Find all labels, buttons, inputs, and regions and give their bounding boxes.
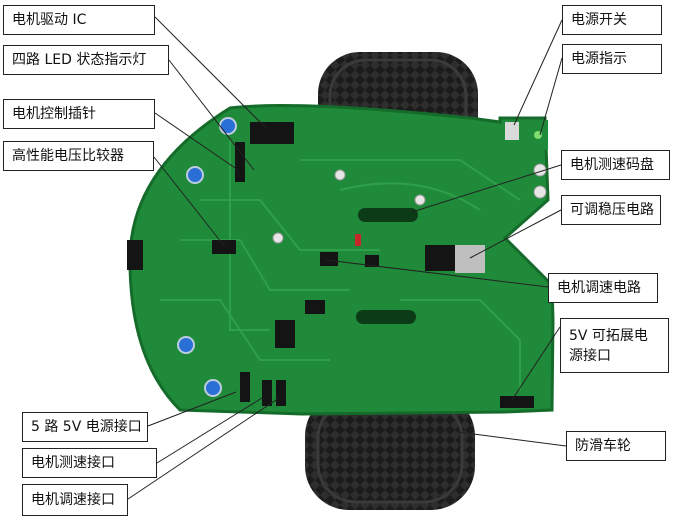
transistor <box>275 320 295 348</box>
label-speed-encoder-disk: 电机测速码盘 <box>561 150 670 180</box>
leader-lines <box>127 16 567 500</box>
power-header-1 <box>240 372 250 402</box>
motor-control-pin-header <box>235 142 245 182</box>
label-adjustable-regulator: 可调稳压电路 <box>561 195 661 225</box>
potentiometer-1 <box>219 117 237 135</box>
power-led <box>534 131 542 139</box>
encoder-slot-bottom <box>356 310 416 324</box>
label-anti-skid-wheel: 防滑车轮 <box>566 431 666 461</box>
pcb-board <box>128 104 555 416</box>
label-motor-control-pins: 电机控制插针 <box>3 99 155 129</box>
power-header-3 <box>276 380 286 406</box>
regulator-chip <box>425 245 455 271</box>
speed-control-chip <box>320 252 338 266</box>
label-led-indicators: 四路 LED 状态指示灯 <box>3 45 169 75</box>
small-ic <box>305 300 325 314</box>
label-power-indicator: 电源指示 <box>562 44 662 74</box>
potentiometer-3 <box>177 336 195 354</box>
potentiometer-4 <box>204 379 222 397</box>
left-header <box>127 240 143 270</box>
pcb-traces <box>160 140 521 390</box>
speed-control-chip-2 <box>365 255 379 267</box>
label-motor-driver-ic: 电机驱动 IC <box>3 5 155 35</box>
label-five-way-5v-power: 5 路 5V 电源接口 <box>22 412 148 442</box>
resistor-red <box>355 234 361 246</box>
label-power-switch: 电源开关 <box>562 5 662 35</box>
encoder-slot-top <box>358 208 418 222</box>
comparator-chip <box>212 240 236 254</box>
power-switch-part <box>505 122 519 140</box>
label-speed-control-circuit: 电机调速电路 <box>548 273 658 303</box>
label-expandable-5v-power: 5V 可拓展电源接口 <box>560 318 669 373</box>
expandable-power-header <box>500 396 534 408</box>
motor-driver-ic-chip <box>250 122 294 144</box>
label-speed-measure-port: 电机测速接口 <box>22 448 157 478</box>
label-voltage-comparator: 高性能电压比较器 <box>3 141 154 171</box>
potentiometer-2 <box>186 166 204 184</box>
label-speed-control-port: 电机调速接口 <box>22 484 128 516</box>
regulator-heatsink <box>455 245 485 273</box>
power-header-2 <box>262 380 272 406</box>
